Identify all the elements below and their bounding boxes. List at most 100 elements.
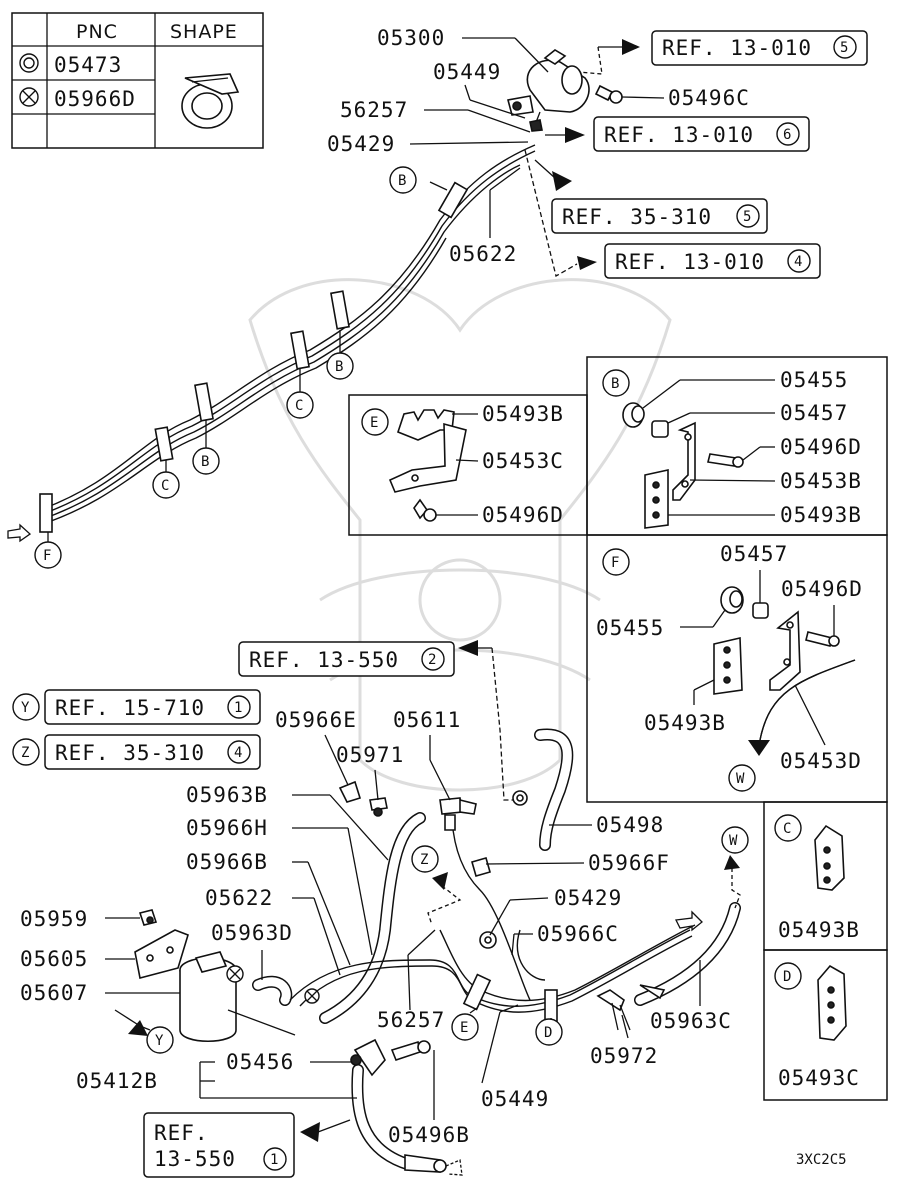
- label-05496d-f: 05496D: [781, 577, 863, 601]
- legend-table: PNC SHAPE 05473 05966D: [11, 12, 264, 149]
- ref-13-010-6: REF. 13-010: [604, 123, 754, 147]
- label-05966b: 05966B: [186, 850, 268, 874]
- double-circle-icon: [19, 53, 39, 73]
- label-05966f: 05966F: [588, 851, 670, 875]
- label-05493b-f: 05493B: [644, 711, 726, 735]
- legend-pnc-05966d: 05966D: [54, 87, 136, 111]
- label-05453c: 05453C: [482, 449, 564, 473]
- lower-assembly: Y Z W E D: [114, 728, 749, 1176]
- label-05971: 05971: [336, 743, 404, 767]
- label-05453b: 05453B: [780, 469, 862, 493]
- label-05959: 05959: [20, 907, 88, 931]
- label-56257-top: 56257: [340, 98, 408, 122]
- label-05496d-b: 05496D: [780, 435, 862, 459]
- callout-b-detail: B: [611, 376, 619, 392]
- svg-text:5: 5: [840, 40, 848, 56]
- label-05607: 05607: [20, 981, 88, 1005]
- label-05963d: 05963D: [211, 921, 293, 945]
- callout-b-low: B: [201, 454, 209, 470]
- label-05457-b: 05457: [780, 401, 848, 425]
- upper-tube-bundle: B B C B C F: [7, 144, 536, 569]
- callout-w-detail: W: [736, 771, 745, 787]
- callout-e-detail: E: [370, 415, 378, 431]
- label-05622-top: 05622: [449, 242, 517, 266]
- label-05972: 05972: [590, 1044, 658, 1068]
- ref-13-550-2: REF. 13-550: [249, 648, 399, 672]
- callout-e: E: [460, 1020, 468, 1036]
- callout-y: Y: [155, 1033, 164, 1049]
- label-05963c: 05963C: [650, 1009, 732, 1033]
- label-56257-low: 56257: [377, 1008, 445, 1032]
- circled-x-icon: [19, 87, 39, 107]
- callout-c-mid: C: [295, 398, 303, 414]
- label-05496d-e: 05496D: [482, 503, 564, 527]
- ref-13-010-5: REF. 13-010: [662, 36, 812, 60]
- label-05496b: 05496B: [388, 1123, 470, 1147]
- label-05622-low: 05622: [205, 886, 273, 910]
- label-05963b: 05963B: [186, 783, 268, 807]
- label-05429-top: 05429: [327, 132, 395, 156]
- callout-d-detail: D: [783, 969, 791, 985]
- clip-shape-icon: [181, 73, 240, 129]
- detail-box-e: E 05493B 05453C 05496D: [348, 394, 588, 536]
- svg-text:2: 2: [428, 652, 436, 668]
- detail-box-c: C 05493B: [763, 801, 888, 951]
- label-05455-f: 05455: [596, 616, 664, 640]
- callout-b-top: B: [398, 173, 406, 189]
- diagram-code: 3XC2C5: [796, 1152, 847, 1168]
- label-05456: 05456: [226, 1050, 294, 1074]
- svg-text:4: 4: [234, 745, 242, 761]
- lower-labels: 05966E 05611 05971 05963B 05966H 05498 0…: [20, 708, 732, 1147]
- callout-z-legend: Z: [21, 745, 29, 761]
- ref-35-310-5: REF. 35-310: [562, 205, 712, 229]
- ref-15-710-1: REF. 15-710: [55, 696, 205, 720]
- label-05412b: 05412B: [76, 1069, 158, 1093]
- label-05498: 05498: [596, 813, 664, 837]
- svg-text:4: 4: [794, 254, 802, 270]
- label-05966e: 05966E: [275, 708, 357, 732]
- arrow-right-icon: [675, 910, 703, 932]
- callout-c-detail: C: [783, 821, 791, 837]
- callout-c-low: C: [161, 478, 169, 494]
- label-05493b-c: 05493B: [778, 918, 860, 942]
- ref-13-550-1-line2: 13-550: [154, 1147, 236, 1171]
- label-05966h: 05966H: [186, 816, 268, 840]
- label-05493c: 05493C: [778, 1066, 860, 1090]
- fuel-filter-05300: [507, 49, 590, 132]
- legend-header-shape: SHAPE: [170, 21, 238, 43]
- label-05457-f: 05457: [720, 542, 788, 566]
- label-05449-top: 05449: [433, 60, 501, 84]
- ref-35-310-4: REF. 35-310: [55, 741, 205, 765]
- label-05449-low: 05449: [481, 1087, 549, 1111]
- label-05429-low: 05429: [554, 886, 622, 910]
- callout-z: Z: [420, 852, 428, 868]
- label-05496c: 05496C: [668, 86, 750, 110]
- callout-d: D: [544, 1025, 552, 1041]
- callout-b-mid: B: [335, 359, 343, 375]
- ref-13-010-4: REF. 13-010: [615, 250, 765, 274]
- label-05300: 05300: [377, 26, 445, 50]
- top-reference-group: REF. 13-010 5 REF. 13-010 6 REF. 35-310 …: [327, 26, 868, 279]
- label-05455-b: 05455: [780, 368, 848, 392]
- legend-header-pnc: PNC: [76, 21, 118, 43]
- svg-text:5: 5: [743, 209, 751, 225]
- arrow-left-icon: [7, 523, 32, 543]
- lower-reference-group: REF. 13-550 2 Y REF. 15-710 1 Z REF. 35-…: [12, 640, 520, 1178]
- label-05605: 05605: [20, 947, 88, 971]
- canister-05607: [179, 951, 244, 1043]
- bolt-05496c: [594, 84, 623, 104]
- callout-y-legend: Y: [21, 700, 30, 716]
- legend-pnc-05473: 05473: [54, 53, 122, 77]
- svg-text:1: 1: [234, 700, 242, 716]
- detail-box-d: D 05493C: [763, 949, 888, 1101]
- svg-text:6: 6: [783, 127, 791, 143]
- callout-f-detail: F: [611, 555, 619, 571]
- label-05493b-b: 05493B: [780, 503, 862, 527]
- label-05493b-e: 05493B: [482, 402, 564, 426]
- detail-box-b: B 05455 05457 05496D 05453B 05493B: [586, 356, 888, 536]
- ref-13-550-1-line1: REF.: [154, 1121, 209, 1145]
- svg-text:1: 1: [270, 1152, 278, 1168]
- label-05966c: 05966C: [537, 922, 619, 946]
